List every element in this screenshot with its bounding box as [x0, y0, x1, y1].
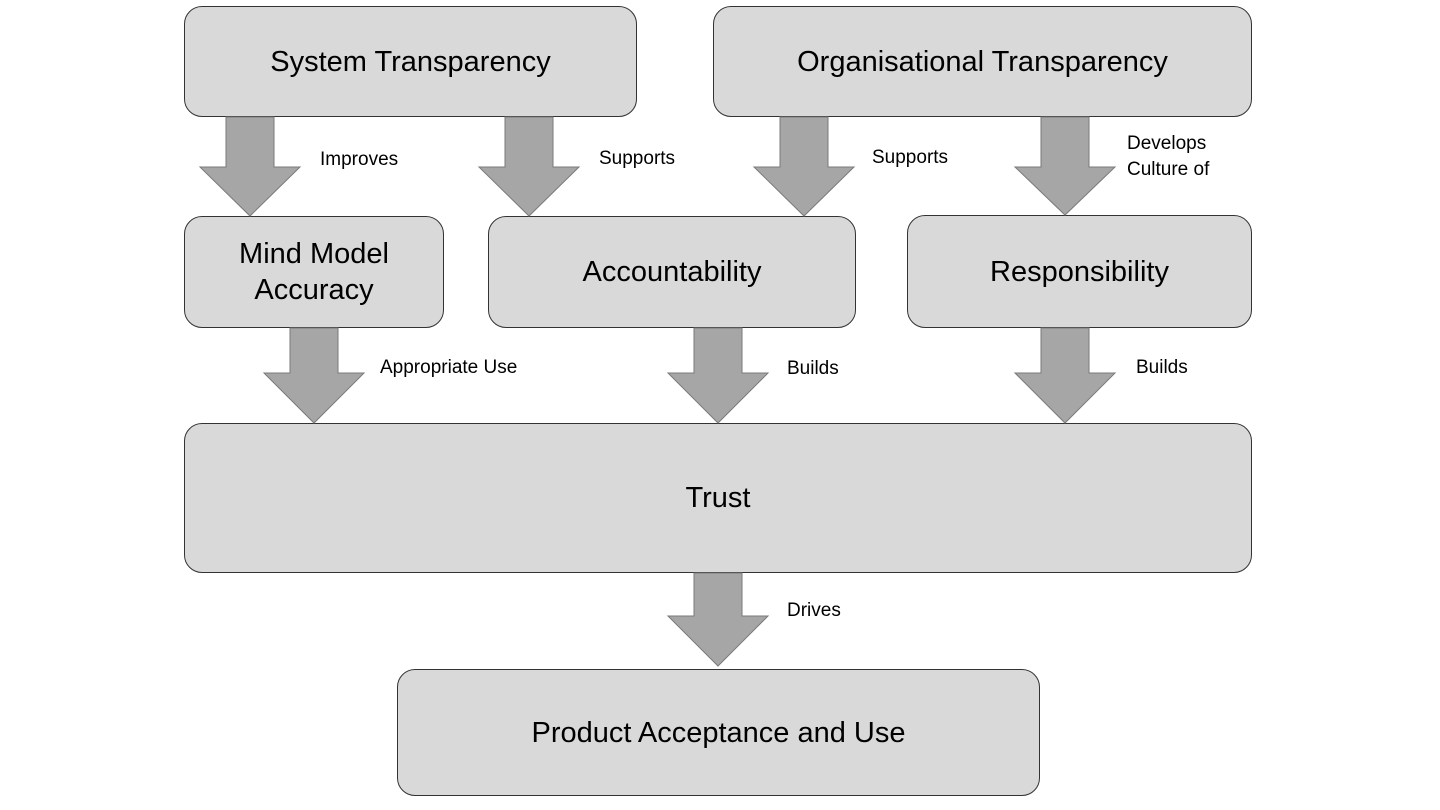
system-transparency-box: System Transparency — [184, 6, 637, 117]
arrow-trust-to-product-acceptance — [666, 572, 770, 667]
arrow-accountability-to-trust — [666, 327, 770, 424]
edge-label-appropriate-use: Appropriate Use — [380, 357, 518, 378]
edge-label-supports-organisational: Supports — [872, 147, 949, 168]
edge-label-builds-responsibility: Builds — [1136, 357, 1188, 378]
product-acceptance-label: Product Acceptance and Use — [531, 716, 906, 749]
responsibility-label: Responsibility — [990, 255, 1169, 288]
mind-model-accuracy-label-line2: Accuracy — [254, 274, 374, 306]
arrow-system-to-accountability — [477, 116, 581, 217]
trust-box: Trust — [184, 423, 1252, 573]
arrow-responsibility-to-trust — [1013, 327, 1117, 424]
edge-label-drives: Drives — [787, 600, 841, 621]
mind-model-accuracy-box: Mind Model Accuracy — [184, 216, 444, 328]
system-transparency-label: System Transparency — [270, 45, 551, 78]
organisational-transparency-label: Organisational Transparency — [797, 45, 1168, 78]
product-acceptance-box: Product Acceptance and Use — [397, 669, 1040, 796]
edge-label-improves: Improves — [320, 149, 399, 170]
edge-label-builds-accountability: Builds — [787, 358, 839, 379]
arrow-system-to-mind-model — [198, 116, 302, 217]
accountability-label: Accountability — [582, 256, 762, 288]
mind-model-accuracy-label-line1: Mind Model — [239, 238, 389, 270]
organisational-transparency-box: Organisational Transparency — [713, 6, 1252, 117]
trust-label: Trust — [685, 482, 751, 514]
arrow-organisational-to-accountability — [752, 116, 856, 217]
edge-label-develops-line2: Culture of — [1127, 159, 1210, 180]
responsibility-box: Responsibility — [907, 215, 1252, 328]
edge-label-develops-line1: Develops — [1127, 133, 1207, 154]
edge-label-supports-system: Supports — [599, 148, 676, 169]
edge-label-develops-culture: Develops Culture of — [1127, 131, 1209, 183]
accountability-box: Accountability — [488, 216, 856, 328]
arrow-mind-model-to-trust — [262, 327, 366, 424]
arrow-organisational-to-responsibility — [1013, 116, 1117, 216]
